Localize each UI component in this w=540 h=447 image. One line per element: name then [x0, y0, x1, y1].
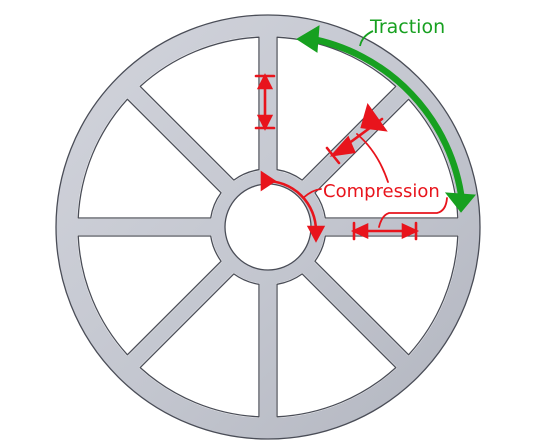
compression-markers: [254, 73, 448, 243]
diagonal-arrowhead-lower: [329, 135, 356, 157]
horizontal-arrowhead-right: [401, 222, 420, 240]
vertical-arrowhead-bottom: [256, 114, 274, 131]
hub-arrowhead-top: [260, 170, 277, 192]
horizontal-arrowhead-left: [350, 222, 369, 240]
spoke-window: [139, 273, 260, 418]
hub-hole: [224, 183, 312, 271]
vertical-arrowhead-top: [256, 73, 274, 90]
spoke-window: [77, 98, 222, 219]
traction-marker: [296, 25, 477, 213]
rim-outline: [55, 14, 481, 440]
compression-leader-to-diagonal: [356, 133, 389, 183]
spoke-window: [139, 36, 260, 181]
traction-label: Traction: [370, 16, 446, 38]
compression-label: Compression: [323, 181, 440, 202]
diagonal-arrowhead-upper: [360, 103, 388, 132]
spoke-window: [77, 235, 222, 356]
spoke-window: [276, 273, 397, 418]
compression-leader-to-hub: [302, 188, 322, 199]
traction-arc: [303, 34, 466, 205]
spoke-window: [314, 235, 459, 356]
traction-arrowhead-end: [444, 192, 477, 213]
hub-arrowhead-right: [306, 225, 326, 243]
traction-leader: [359, 30, 374, 47]
compression-leader-to-horizontal: [378, 197, 448, 228]
traction-arrowhead-start: [296, 25, 320, 53]
